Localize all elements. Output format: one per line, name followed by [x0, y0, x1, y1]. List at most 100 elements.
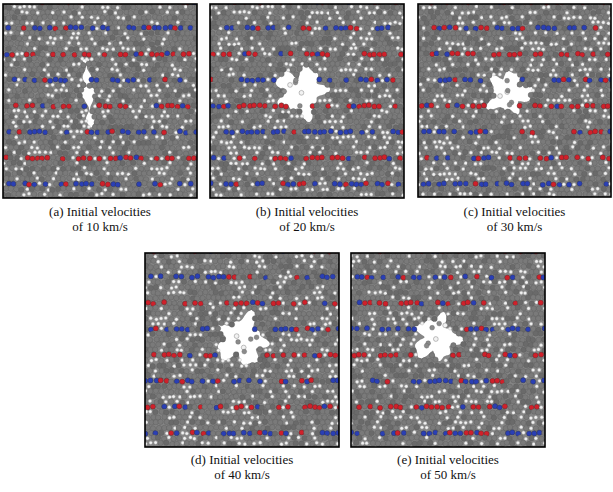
atom: [356, 51, 361, 56]
atom: [290, 42, 293, 45]
atom: [149, 9, 154, 14]
atom: [8, 145, 13, 150]
atom: [257, 10, 262, 15]
atom: [222, 30, 227, 35]
atom: [225, 6, 228, 9]
atom: [81, 16, 84, 19]
atom: [171, 73, 174, 76]
atom: [27, 139, 32, 144]
atom: [89, 181, 94, 186]
atom: [237, 21, 240, 24]
atom: [143, 162, 146, 165]
atom: [106, 172, 109, 175]
atom: [243, 10, 246, 13]
atom: [72, 20, 77, 25]
atom: [118, 165, 123, 170]
atom: [384, 15, 389, 20]
atom: [354, 14, 359, 19]
atom: [47, 73, 50, 76]
atom: [49, 36, 52, 39]
atom: [158, 67, 163, 72]
atom: [316, 11, 319, 14]
atom: [61, 61, 66, 66]
atom: [39, 177, 44, 182]
atom: [369, 14, 374, 19]
atom: [94, 119, 99, 124]
atom: [141, 88, 146, 93]
atom: [76, 72, 81, 77]
atom: [15, 177, 18, 180]
atom: [96, 114, 101, 119]
atom: [123, 41, 128, 46]
atom: [88, 31, 91, 34]
atom: [121, 46, 124, 49]
atom: [68, 150, 73, 155]
atom: [161, 125, 164, 128]
atom: [9, 31, 12, 34]
atom: [360, 57, 363, 60]
atom: [37, 108, 42, 113]
atom: [345, 30, 350, 35]
atom: [188, 14, 193, 19]
atom: [26, 42, 29, 45]
atom: [146, 57, 151, 62]
atom: [116, 6, 119, 9]
atom: [263, 52, 266, 55]
atom: [276, 56, 281, 61]
atom: [20, 157, 23, 160]
atom: [122, 100, 125, 103]
atom: [83, 35, 88, 40]
atom: [151, 140, 156, 145]
atom: [8, 155, 13, 160]
atom: [178, 47, 181, 50]
atom: [128, 10, 133, 15]
atom: [155, 167, 158, 170]
atom: [44, 110, 47, 113]
atom: [231, 62, 236, 67]
atom: [101, 110, 104, 113]
atom: [76, 36, 79, 39]
atom: [191, 30, 196, 35]
atom: [138, 176, 143, 181]
atom: [313, 68, 318, 73]
atom: [174, 131, 177, 134]
atom: [108, 94, 111, 97]
atom: [311, 56, 316, 61]
atom: [266, 66, 271, 71]
atom: [221, 20, 226, 25]
atom: [133, 145, 138, 150]
atom: [70, 36, 73, 39]
atom: [11, 25, 16, 30]
atom: [92, 9, 97, 14]
atom: [90, 140, 95, 145]
atom: [123, 82, 128, 87]
atom: [181, 61, 186, 66]
atom: [364, 56, 369, 61]
atom: [158, 193, 161, 196]
atom: [152, 57, 155, 60]
atom: [245, 4, 250, 9]
atom: [146, 109, 151, 114]
atom: [81, 19, 86, 24]
atom: [89, 77, 94, 82]
atom: [12, 15, 17, 20]
atom: [20, 167, 23, 170]
atom: [52, 115, 55, 118]
atom: [70, 15, 73, 18]
atom: [245, 25, 250, 30]
atom: [278, 9, 283, 14]
atom: [66, 115, 69, 118]
atom: [99, 77, 104, 82]
atom: [126, 36, 129, 39]
atom: [152, 181, 157, 186]
atom: [72, 52, 77, 57]
atom: [138, 9, 143, 14]
atom: [163, 183, 166, 186]
atom: [308, 57, 311, 60]
atom: [189, 119, 192, 122]
atom: [177, 74, 180, 77]
atom: [128, 175, 133, 180]
atom: [14, 125, 17, 128]
atom: [157, 78, 162, 83]
atom: [16, 191, 21, 196]
